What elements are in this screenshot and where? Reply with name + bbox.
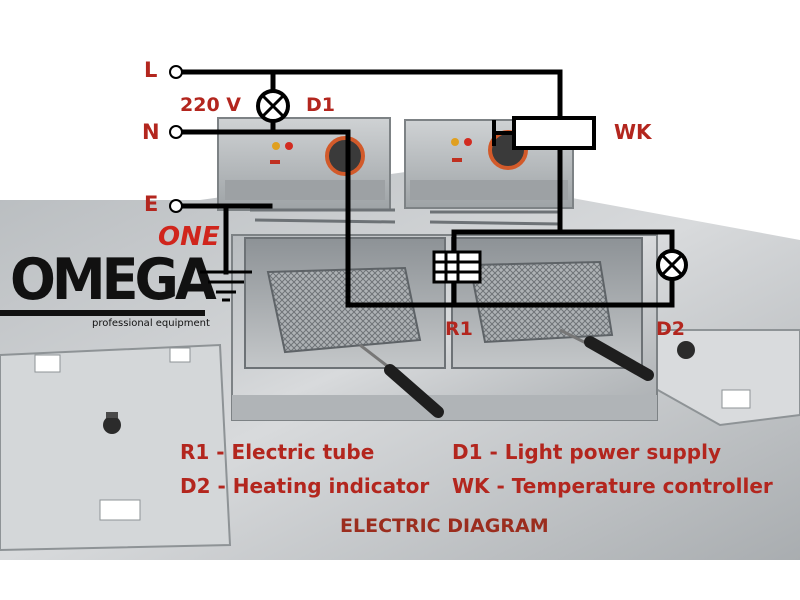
ground-icon — [200, 270, 252, 302]
diagram-title: ELECTRIC DIAGRAM — [340, 515, 549, 537]
wire-line — [179, 69, 563, 121]
thermostat-wk-icon — [492, 116, 596, 150]
label-d1: D1 — [306, 94, 335, 116]
left-lid-knob — [103, 416, 121, 434]
label-d2: D2 — [656, 318, 685, 340]
basket-handle-right — [584, 336, 654, 381]
logo-tagline: professional equipment — [92, 318, 210, 329]
label-wk: WK — [614, 120, 652, 144]
basket-right — [468, 260, 614, 344]
label-terminal-e: E — [144, 192, 159, 216]
wire-d2-top — [557, 229, 675, 255]
wire-neutral — [179, 129, 675, 308]
basket-handle-left — [384, 364, 444, 418]
terminal-l — [169, 65, 183, 79]
lamp-d1-icon — [256, 89, 290, 123]
legend-d2: D2 - Heating indicator — [180, 474, 430, 498]
logo-one: ONE — [158, 222, 220, 252]
label-terminal-n: N — [142, 120, 160, 144]
basket-left — [266, 266, 422, 354]
legend-wk: WK - Temperature controller — [452, 474, 773, 498]
right-lid-knob — [677, 341, 695, 359]
logo-underline — [0, 310, 205, 316]
label-voltage: 220 V — [180, 94, 241, 116]
lamp-d2-icon — [656, 249, 688, 281]
label-r1: R1 — [445, 318, 473, 340]
legend-r1: R1 - Electric tube — [180, 440, 375, 464]
logo-wordmark: OMEGA — [10, 246, 217, 313]
legend-d1: D1 - Light power supply — [452, 440, 722, 464]
terminal-n — [169, 125, 183, 139]
thermostat-knob-left — [325, 136, 365, 176]
terminal-e — [169, 199, 183, 213]
heater-r1-icon — [432, 250, 482, 284]
left-lid — [0, 343, 232, 552]
label-terminal-l: L — [144, 58, 158, 82]
